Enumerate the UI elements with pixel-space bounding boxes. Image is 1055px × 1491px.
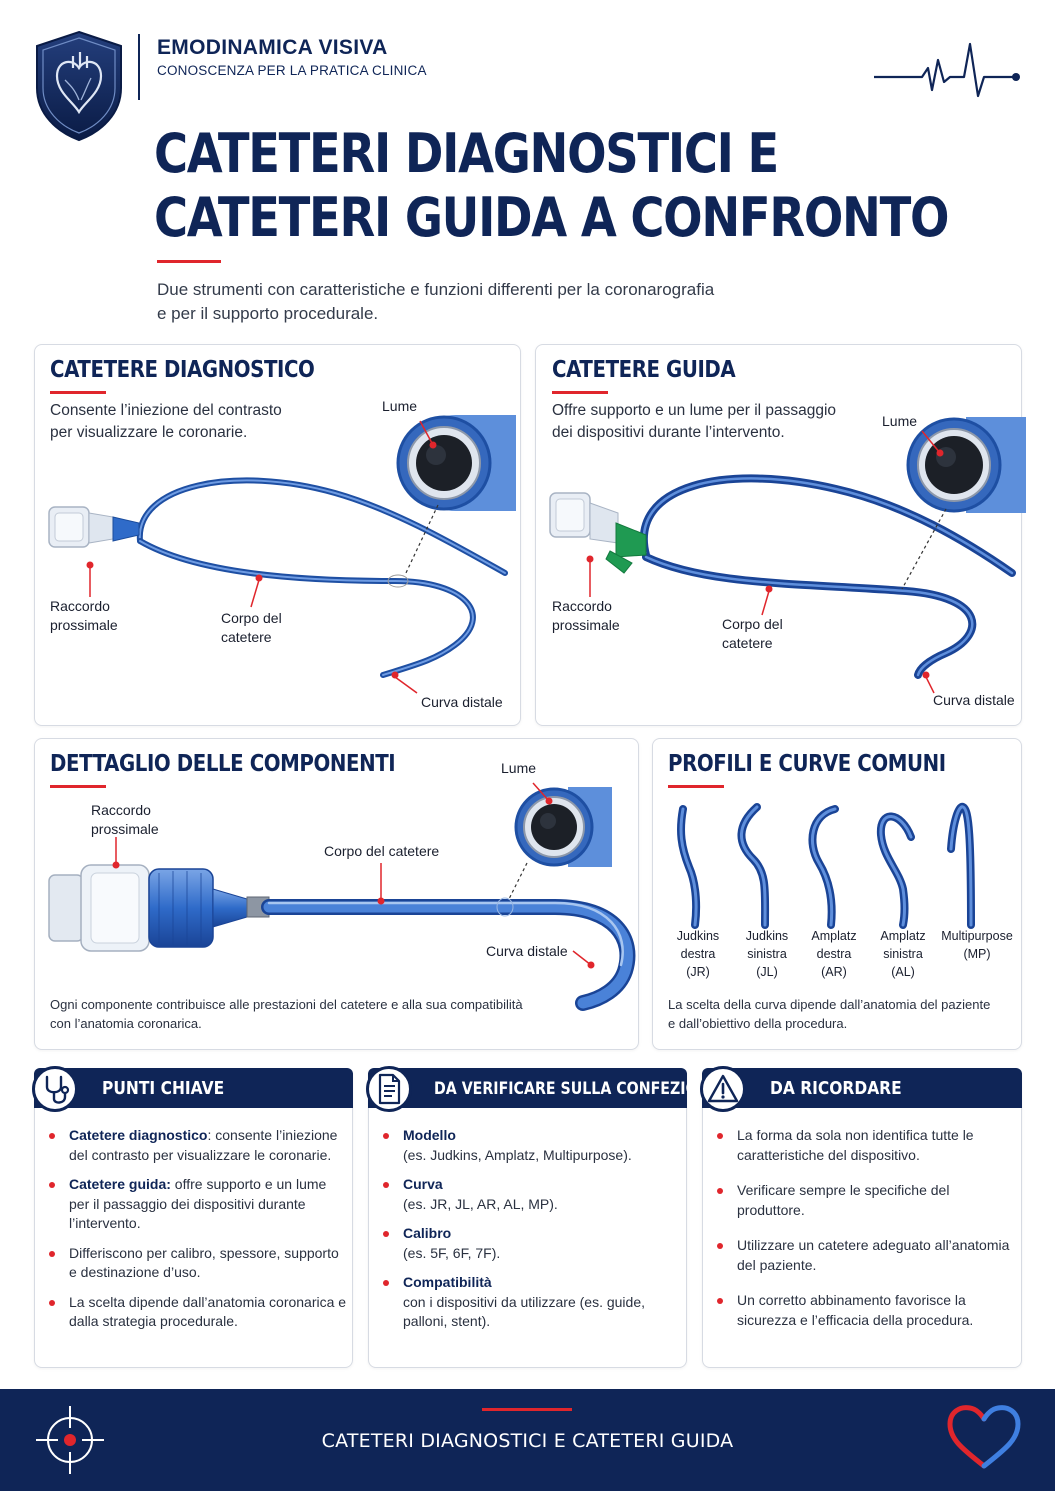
list-item: Calibro(es. 5F, 6F, 7F). bbox=[381, 1224, 681, 1263]
list-item: Utilizzare un catetere adeguato all’anat… bbox=[715, 1236, 1010, 1275]
guide-hub-label: Raccordo prossimale bbox=[552, 598, 620, 633]
heart-logo-icon bbox=[947, 1405, 1021, 1469]
components-card-title: DETTAGLIO DELLE COMPONENTI bbox=[50, 751, 396, 777]
diagnostic-tip-label: Curva distale bbox=[421, 694, 503, 710]
key-points-header: PUNTI CHIAVE bbox=[34, 1068, 353, 1108]
page-title: CATETERI DIAGNOSTICI E CATETERI GUIDA A … bbox=[154, 122, 949, 249]
curve-label-jl: Judkins sinistra (JL) bbox=[745, 929, 789, 979]
package-check-box: DA VERIFICARE SULLA CONFEZIONE Modello(e… bbox=[368, 1068, 719, 1368]
components-body-label: Corpo del catetere bbox=[324, 843, 440, 859]
document-icon bbox=[366, 1066, 412, 1112]
package-check-title: DA VERIFICARE SULLA CONFEZIONE bbox=[434, 1079, 720, 1098]
curve-profiles-illustration bbox=[677, 803, 975, 929]
curve-label-mp: Multipurpose (MP) bbox=[941, 929, 1013, 961]
list-item: Differiscono per calibro, spessore, supp… bbox=[47, 1244, 347, 1283]
list-item: Un corretto abbinamento favorisce la sic… bbox=[715, 1291, 1010, 1330]
brand-name: EMODINAMICA VISIVA bbox=[157, 36, 388, 59]
crosshair-icon bbox=[36, 1406, 104, 1474]
components-note: Ogni componente contribuisce alle presta… bbox=[50, 997, 523, 1031]
diagnostic-body-label: Corpo del catetere bbox=[221, 610, 282, 645]
guide-title-accent bbox=[552, 391, 608, 394]
stethoscope-icon bbox=[32, 1066, 78, 1112]
guide-catheter-card: CATETERE GUIDA Offre supporto e un lume … bbox=[535, 344, 1026, 726]
remember-header: DA RICORDARE bbox=[702, 1068, 1022, 1108]
profiles-card-title: PROFILI E CURVE COMUNI bbox=[668, 751, 946, 777]
components-title-accent bbox=[50, 785, 106, 788]
package-check-list: Modello(es. Judkins, Amplatz, Multipurpo… bbox=[381, 1126, 681, 1332]
profiles-note: La scelta della curva dipende dall’anato… bbox=[668, 997, 991, 1031]
list-item: Modello(es. Judkins, Amplatz, Multipurpo… bbox=[381, 1126, 681, 1165]
remember-list: La forma da sola non identifica tutte le… bbox=[715, 1126, 1010, 1330]
guide-lume-label: Lume bbox=[882, 413, 918, 429]
key-points-list: Catetere diagnostico: consente l’iniezio… bbox=[47, 1126, 347, 1332]
footer-accent-bar bbox=[482, 1408, 572, 1411]
guide-card-title: CATETERE GUIDA bbox=[552, 357, 736, 383]
diagnostic-title-accent bbox=[50, 391, 106, 394]
curve-label-al: Amplatz sinistra (AL) bbox=[880, 929, 926, 979]
profiles-title-accent bbox=[668, 785, 724, 788]
remember-box: DA RICORDARE La forma da sola non identi… bbox=[702, 1068, 1022, 1368]
brand-divider bbox=[138, 34, 140, 100]
title-accent-bar bbox=[157, 260, 221, 263]
list-item: Curva(es. JR, JL, AR, AL, MP). bbox=[381, 1175, 681, 1214]
components-lume-label: Lume bbox=[501, 760, 537, 776]
curve-label-jr: Judkins destra (JR) bbox=[676, 929, 720, 979]
list-item: Catetere diagnostico: consente l’iniezio… bbox=[47, 1126, 347, 1165]
diagnostic-description: Consente l’iniezione del contrasto per v… bbox=[50, 402, 282, 441]
components-tip-label: Curva distale bbox=[486, 943, 568, 959]
package-check-header: DA VERIFICARE SULLA CONFEZIONE bbox=[368, 1068, 719, 1108]
footer-bar bbox=[0, 1389, 1055, 1491]
footer-title: CATETERI DIAGNOSTICI E CATETERI GUIDA bbox=[321, 1430, 734, 1452]
components-hub-label: Raccordo prossimale bbox=[91, 802, 159, 837]
guide-catheter-illustration bbox=[549, 417, 1026, 694]
remember-title: DA RICORDARE bbox=[770, 1078, 902, 1099]
intro-text: Due strumenti con caratteristiche e funz… bbox=[157, 280, 715, 323]
diagnostic-card-title: CATETERE DIAGNOSTICO bbox=[50, 357, 315, 383]
list-item: Verificare sempre le specifiche del prod… bbox=[715, 1181, 1010, 1220]
brand-logo-heart-shield bbox=[36, 30, 122, 142]
diagnostic-catheter-illustration bbox=[48, 415, 516, 694]
diagnostic-lume-label: Lume bbox=[382, 398, 418, 414]
list-item: Catetere guida: offre supporto e un lume… bbox=[47, 1175, 347, 1234]
key-points-box: PUNTI CHIAVE Catetere diagnostico: conse… bbox=[34, 1068, 353, 1368]
diagnostic-catheter-card: CATETERE DIAGNOSTICO Consente l’iniezion… bbox=[34, 344, 521, 726]
list-item: La forma da sola non identifica tutte le… bbox=[715, 1126, 1010, 1165]
components-detail-card: DETTAGLIO DELLE COMPONENTI bbox=[34, 738, 639, 1050]
list-item: La scelta dipende dall’anatomia coronari… bbox=[47, 1293, 347, 1332]
guide-tip-label: Curva distale bbox=[933, 692, 1015, 708]
components-catheter-illustration bbox=[48, 782, 636, 1011]
curve-label-ar: Amplatz destra (AR) bbox=[811, 929, 857, 979]
curve-profiles-card: PROFILI E CURVE COMUNI Judkins destra (J… bbox=[652, 738, 1022, 1050]
guide-description: Offre supporto e un lume per il passaggi… bbox=[552, 402, 837, 441]
key-points-title: PUNTI CHIAVE bbox=[102, 1078, 225, 1099]
ecg-line-icon bbox=[874, 42, 1020, 98]
guide-body-label: Corpo del catetere bbox=[722, 616, 783, 651]
diagnostic-hub-label: Raccordo prossimale bbox=[50, 598, 118, 633]
brand-tagline: CONOSCENZA PER LA PRATICA CLINICA bbox=[157, 63, 427, 78]
warning-icon bbox=[700, 1066, 746, 1112]
